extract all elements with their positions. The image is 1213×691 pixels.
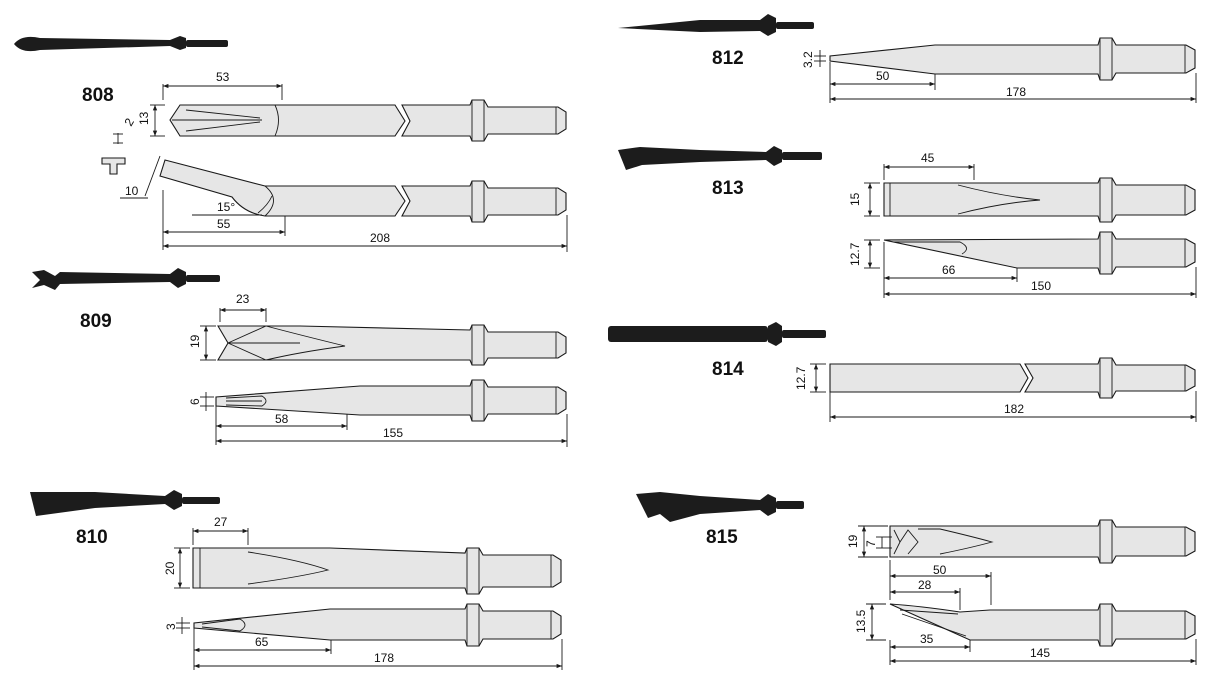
model-808: 808 53 13	[14, 36, 568, 252]
drawing-813-side: 12.7 66 150	[848, 231, 1197, 298]
photo-809	[32, 268, 220, 290]
drawing-810-top: 27 20	[163, 515, 562, 595]
drawing-813-top: 45 15	[848, 151, 1196, 223]
dim-813-d: 66	[942, 263, 956, 277]
drawing-815-top: 19 7	[846, 519, 1196, 564]
drawing-808-top: 53 13	[137, 70, 567, 142]
model-label-814: 814	[712, 359, 744, 380]
dim-810-b: 20	[163, 561, 177, 575]
dim-809-d: 58	[275, 412, 289, 426]
dim-815-b: 7	[864, 540, 878, 547]
dim-812-b: 50	[876, 69, 890, 83]
dim-815-e: 13.5	[854, 609, 868, 633]
model-label-815: 815	[706, 527, 738, 548]
model-812: 812 3.2 50 178	[618, 14, 1197, 103]
model-809: 809 23 19 6	[32, 268, 568, 447]
dim-810-a: 27	[214, 515, 228, 529]
dim-809-b: 19	[188, 334, 202, 348]
model-814: 814 12.7 182	[608, 322, 1197, 422]
photo-814	[608, 322, 826, 346]
dim-813-a: 45	[921, 151, 935, 165]
drawing-808-side: 2 10 15° 55 208	[101, 115, 568, 252]
dim-813-b: 15	[848, 192, 862, 206]
dim-808-e: 15°	[217, 200, 235, 214]
drawing-809-top: 23 19	[188, 292, 567, 366]
model-815: 815 19 7 50 28	[636, 492, 1197, 665]
dim-808-g: 208	[370, 231, 390, 245]
drawing-809-side: 6 58 155	[188, 379, 568, 447]
drawing-815-side: 50 28 13.5 35 145	[854, 560, 1197, 665]
photo-810	[30, 490, 220, 516]
model-810: 810 27 20 3	[30, 490, 563, 670]
dim-815-c: 50	[933, 563, 947, 577]
drawing-812: 3.2 50 178	[801, 37, 1197, 103]
model-label-810: 810	[76, 527, 108, 548]
dim-815-a: 19	[846, 534, 860, 548]
dim-812-a: 3.2	[801, 51, 815, 68]
dim-808-b: 13	[137, 111, 151, 125]
model-label-813: 813	[712, 178, 744, 199]
dim-815-g: 145	[1030, 646, 1050, 660]
model-label-809: 809	[80, 311, 112, 332]
model-label-808: 808	[82, 85, 114, 106]
dim-808-a: 53	[216, 70, 230, 84]
dim-814-a: 12.7	[794, 366, 808, 390]
dim-809-c: 6	[188, 398, 202, 405]
dim-812-c: 178	[1006, 85, 1026, 99]
dim-810-d: 65	[255, 635, 269, 649]
model-813: 813 45 15 12.7	[618, 146, 1197, 298]
dim-813-c: 12.7	[848, 242, 862, 266]
photo-813	[618, 146, 822, 170]
dim-808-f: 55	[217, 217, 231, 231]
photo-808	[14, 36, 228, 52]
dim-808-d: 10	[125, 184, 139, 198]
dim-813-e: 150	[1031, 279, 1051, 293]
model-label-812: 812	[712, 48, 744, 69]
dim-809-e: 155	[383, 426, 403, 440]
photo-815	[636, 492, 804, 522]
dim-815-f: 35	[920, 632, 934, 646]
dim-810-e: 178	[374, 651, 394, 665]
drawing-810-side: 3 65 178	[164, 603, 563, 670]
photo-812	[618, 14, 814, 36]
dim-808-c: 2	[121, 115, 137, 128]
dim-814-b: 182	[1004, 402, 1024, 416]
dim-810-c: 3	[164, 623, 178, 630]
dim-815-d: 28	[918, 578, 932, 592]
dim-809-a: 23	[236, 292, 250, 306]
drawing-814: 12.7 182	[794, 357, 1197, 422]
